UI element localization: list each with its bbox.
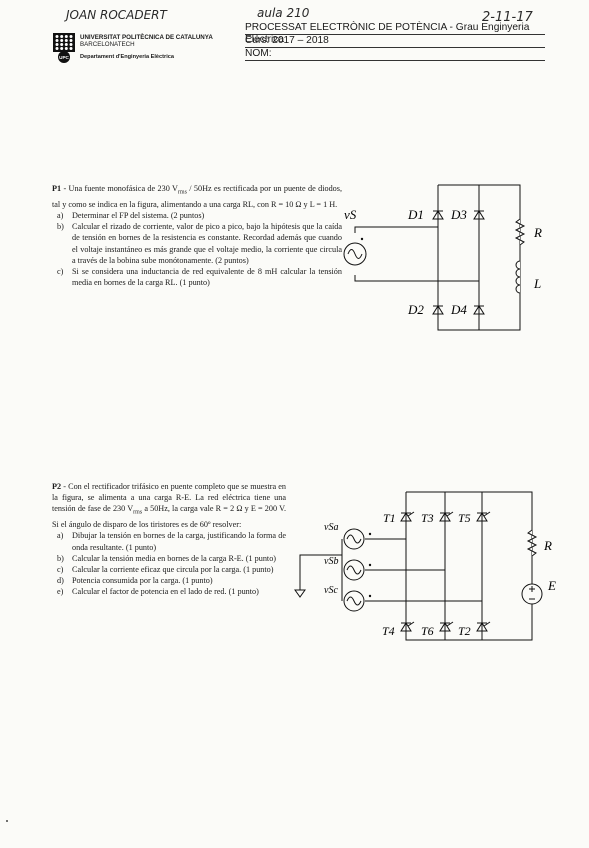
rms-subscript: rms <box>177 189 187 196</box>
problem-2-items: a)Dibujar la tensión en bornes de la car… <box>52 530 286 597</box>
course-title: PROCESSAT ELECTRÒNIC DE POTÈNCIA - Grau … <box>245 22 545 45</box>
polarity-dot-a <box>368 532 372 536</box>
handwritten-date: 2-11-17 <box>482 10 533 25</box>
resistor-r-icon <box>526 529 538 557</box>
sine-a-icon <box>346 534 362 544</box>
resistor-r-icon <box>514 218 526 246</box>
problem-2-label: P2 <box>52 482 62 491</box>
problem-2-item: c)Calcular la corriente eficaz que circu… <box>57 565 274 575</box>
p1-source-icon <box>343 242 367 266</box>
problem-1-item: a)Determinar el FP del sistema. (2 punto… <box>57 211 205 221</box>
ground-icon <box>294 589 306 598</box>
student-name-label: NOM: <box>245 48 545 61</box>
label-d4: D4 <box>450 302 467 317</box>
university-header: UNIVERSITAT POLITÈCNICA DE CATALUNYA BAR… <box>80 34 213 61</box>
problem-1-label: P1 <box>52 184 62 193</box>
thyristor-t1-icon <box>400 512 412 522</box>
p2-thyristors <box>400 511 491 632</box>
problem-2-item: a)Dibujar la tensión en bornes de la car… <box>57 531 286 552</box>
problem-2-item: b)Calcular la tensión media en bornes de… <box>57 553 277 563</box>
university-brand: BARCELONATECH <box>80 41 135 49</box>
problem-1-statement: P1 - Una fuente monofásica de 230 Vrms /… <box>52 184 342 209</box>
thyristor-t5-icon <box>476 512 488 522</box>
problem-2-statement: P2 - Con el rectificador trifásico en pu… <box>52 482 286 530</box>
problem-1-item: b)Calcular el rizado de corriente, valor… <box>57 222 342 265</box>
label-vsa: vSa <box>324 522 338 533</box>
label-l: L <box>533 276 541 291</box>
diode-d2-icon <box>432 305 444 315</box>
polarity-dot-c <box>368 594 372 598</box>
label-vs: vS <box>344 207 357 222</box>
p1-diodes <box>432 210 485 315</box>
course-year: Curs: 2017 – 2018 <box>245 35 545 48</box>
department-name: Departament d'Enginyeria Elèctrica <box>80 53 174 60</box>
problem-2: P2 - Con el rectificador trifásico en pu… <box>52 481 286 598</box>
diode-d1-icon <box>432 210 444 220</box>
page-speck <box>6 820 8 822</box>
p1-diode-bridge-diagram: vS D1 D3 D2 D4 R L <box>343 184 542 331</box>
course-header: PROCESSAT ELECTRÒNIC DE POTÈNCIA - Grau … <box>245 22 545 61</box>
label-t6: T6 <box>421 624 434 638</box>
rms-subscript: rms <box>133 510 143 517</box>
label-t2: T2 <box>458 624 471 638</box>
diode-d3-icon <box>473 210 485 220</box>
problem-2-item: d)Potencia consumida por la carga. (1 pu… <box>57 576 213 586</box>
thyristor-t4-icon <box>400 622 412 632</box>
label-d1: D1 <box>407 207 424 222</box>
label-vsb: vSb <box>324 556 338 567</box>
problem-1-item: c)Si se considera una inductancia de red… <box>57 267 342 288</box>
thyristor-t6-icon <box>439 622 451 632</box>
dc-source-e-icon <box>521 583 543 605</box>
p1-sine-icon <box>347 249 363 259</box>
thyristor-t3-icon <box>439 512 451 522</box>
problem-1: P1 - Una fuente monofásica de 230 Vrms /… <box>52 183 342 288</box>
label-d3: D3 <box>450 207 467 222</box>
label-e: E <box>547 578 556 593</box>
problem-1-items: a)Determinar el FP del sistema. (2 punto… <box>52 210 342 288</box>
handwritten-room: aula 210 <box>257 6 310 20</box>
thyristor-t2-icon <box>476 622 488 632</box>
sine-b-icon <box>346 565 362 575</box>
label-t4: T4 <box>382 624 395 638</box>
diode-d4-icon <box>473 305 485 315</box>
p2-sources <box>343 528 365 612</box>
label-r: R <box>543 538 552 553</box>
sine-c-icon <box>346 596 362 606</box>
upc-logo-icon: UPC <box>53 33 75 63</box>
label-vsc: vSc <box>324 585 338 596</box>
inductor-l-icon <box>515 260 521 294</box>
p2-thyristor-bridge-diagram: vSa vSb vSc T1 T3 T5 T4 T6 T2 R E <box>294 491 556 641</box>
label-t5: T5 <box>458 511 471 525</box>
handwritten-name: JOAN ROCADERT <box>66 8 167 22</box>
university-name: UNIVERSITAT POLITÈCNICA DE CATALUNYA <box>80 34 213 41</box>
upc-logo-text: UPC <box>59 55 69 60</box>
problem-2-item: e)Calcular el factor de potencia en el l… <box>57 587 259 597</box>
label-t1: T1 <box>383 511 396 525</box>
polarity-dot-b <box>368 563 372 567</box>
p1-polarity-dot <box>360 237 364 241</box>
label-d2: D2 <box>407 302 424 317</box>
label-t3: T3 <box>421 511 434 525</box>
label-r: R <box>533 225 542 240</box>
